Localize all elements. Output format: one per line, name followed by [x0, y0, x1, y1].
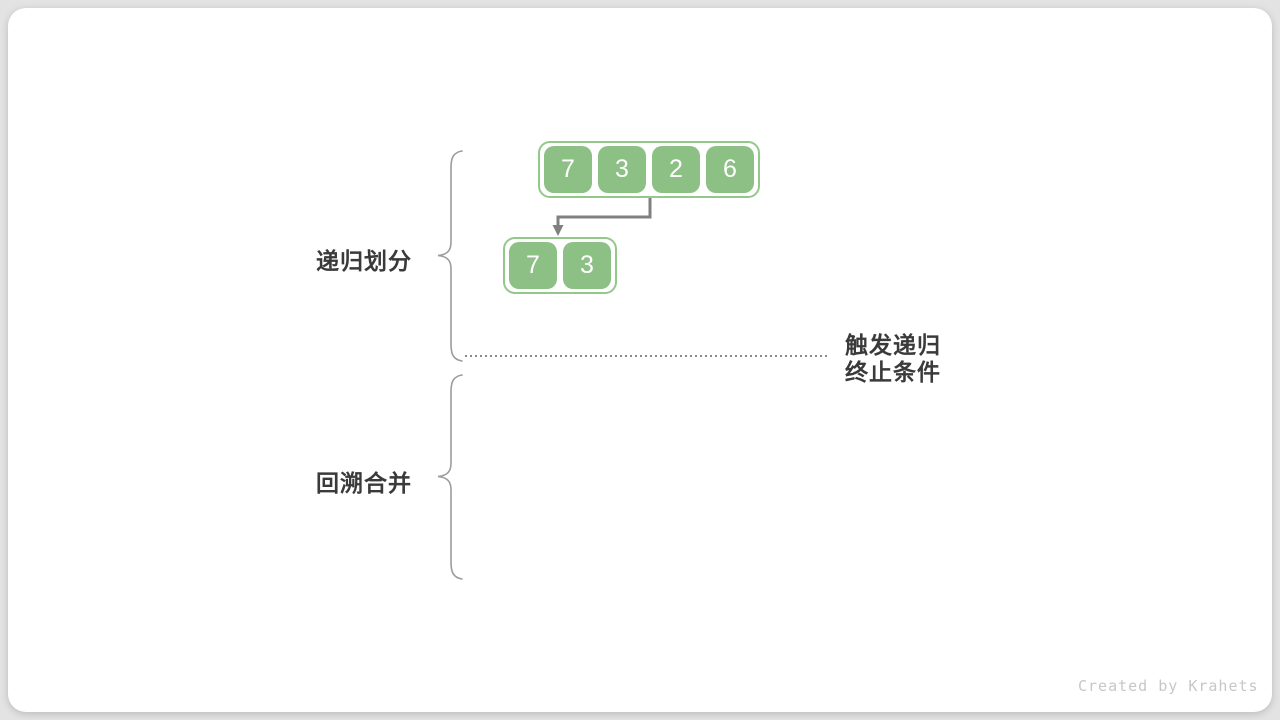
- brace-backtrack-merge: [437, 374, 463, 580]
- phase-label-recursive-division: 递归划分: [316, 248, 412, 274]
- brace-recursive-division: [437, 150, 463, 362]
- recursion-termination-divider: [465, 355, 830, 357]
- termination-annotation: 触发递归 终止条件: [845, 332, 941, 386]
- termination-annotation-line2: 终止条件: [845, 359, 941, 385]
- array-level-1: 7 3 2 6: [538, 141, 760, 198]
- phase-label-backtrack-merge: 回溯合并: [316, 470, 412, 496]
- array-level-2: 7 3: [503, 237, 617, 294]
- array-cell: 7: [544, 146, 592, 193]
- split-arrow: [552, 198, 652, 236]
- array-cell: 6: [706, 146, 754, 193]
- array-cell: 3: [563, 242, 611, 289]
- array-cell: 7: [509, 242, 557, 289]
- termination-annotation-line1: 触发递归: [845, 332, 941, 358]
- watermark-credit: Created by Krahets: [1078, 677, 1259, 695]
- array-cell: 2: [652, 146, 700, 193]
- diagram-canvas: 递归划分 回溯合并 7 3 2 6 7 3: [8, 8, 1272, 712]
- array-cell: 3: [598, 146, 646, 193]
